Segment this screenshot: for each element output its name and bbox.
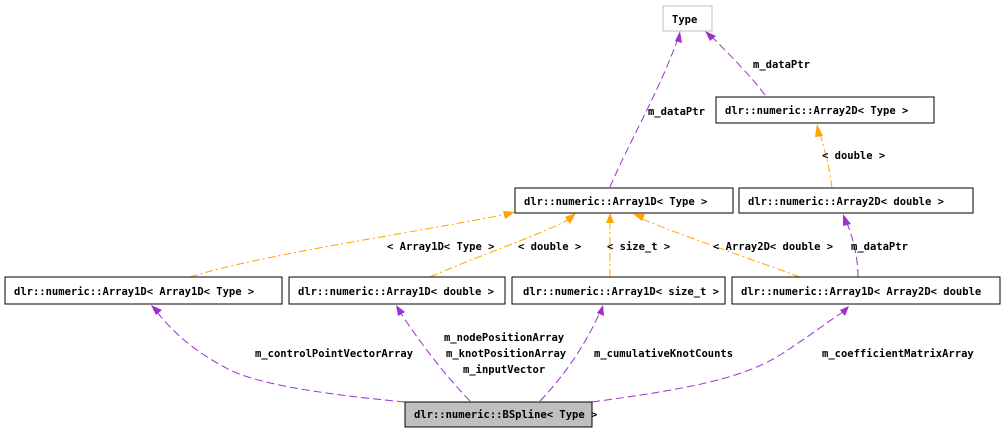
edge-label-knot-position-array: m_knotPositionArray <box>446 348 567 360</box>
node-label: dlr::numeric::Array1D< Array1D< Type > <box>14 286 254 298</box>
edge-array2d-type-to-type <box>710 35 766 96</box>
edge-label-template-array1d-type: < Array1D< Type > <box>387 241 494 253</box>
edge-bspline-to-array1d-array1d <box>156 311 406 403</box>
edge-bspline-to-array1d-size-t <box>539 311 601 402</box>
edge-array1d-array2d-to-array1d-type <box>639 217 801 278</box>
edge-label-template-double: < double > <box>518 241 581 253</box>
arrowhead-usage <box>396 305 405 316</box>
arrowhead-usage <box>843 214 851 226</box>
arrowhead-usage <box>840 306 849 316</box>
edge-label-template-size-t: < size_t > <box>607 241 670 253</box>
arrowhead-usage <box>151 305 162 315</box>
node-array1d-array1d-type[interactable]: dlr::numeric::Array1D< Array1D< Type > <box>4 276 283 305</box>
edge-label-m-dataptr: m_dataPtr <box>753 59 810 71</box>
edge-label-cumulative-knot-counts: m_cumulativeKnotCounts <box>594 348 733 360</box>
node-array1d-double[interactable]: dlr::numeric::Array1D< double > <box>288 276 506 305</box>
edge-label-m-dataptr: m_dataPtr <box>851 241 908 253</box>
arrowhead-usage <box>675 31 682 43</box>
node-array1d-type[interactable]: dlr::numeric::Array1D< Type > <box>514 187 734 214</box>
node-label: dlr::numeric::Array1D< Array2D< double <box>741 286 981 298</box>
node-label: Type <box>672 14 697 26</box>
node-array1d-array2d-double[interactable]: dlr::numeric::Array1D< Array2D< double <box>731 276 1001 305</box>
node-bspline[interactable]: dlr::numeric::BSpline< Type > <box>404 401 597 428</box>
node-array2d-double[interactable]: dlr::numeric::Array2D< double > <box>738 187 974 214</box>
edge-array1d-double-to-array1d-type <box>429 218 571 278</box>
arrowhead-template <box>815 124 823 137</box>
node-type[interactable]: Type <box>662 5 713 32</box>
edge-label-input-vector: m_inputVector <box>463 364 545 376</box>
edge-bspline-to-array1d-array2d <box>591 311 844 403</box>
edge-label-node-position-array: m_nodePositionArray <box>444 332 565 344</box>
arrowhead-usage <box>597 305 604 316</box>
node-label: dlr::numeric::Array1D< Type > <box>524 196 707 208</box>
node-array2d-type[interactable]: dlr::numeric::Array2D< Type > <box>715 96 935 124</box>
arrowhead-template <box>606 213 614 223</box>
node-label: dlr::numeric::Array1D< double > <box>298 286 494 298</box>
node-label: dlr::numeric::Array1D< size_t > <box>523 286 719 298</box>
arrowhead-template <box>565 213 576 224</box>
arrowhead-usage <box>705 31 716 41</box>
edge-array1d-array1d-to-array1d-type <box>189 213 509 278</box>
arrowhead-template <box>503 211 515 219</box>
node-array1d-size-t[interactable]: dlr::numeric::Array1D< size_t > <box>511 276 726 305</box>
edge-array1d-type-to-type <box>609 37 679 188</box>
edge-bspline-to-array1d-double <box>399 311 471 402</box>
edge-label-m-dataptr: m_dataPtr <box>648 106 705 118</box>
node-label: dlr::numeric::Array2D< double > <box>748 196 944 208</box>
edge-label-control-point-vector-array: m_controlPointVectorArray <box>255 348 414 360</box>
node-label: dlr::numeric::BSpline< Type > <box>414 409 597 421</box>
edge-label-template-double: < double > <box>822 150 885 162</box>
edge-label-coefficient-matrix-array: m_coefficientMatrixArray <box>822 348 974 360</box>
edge-label-template-array2d-double: < Array2D< double > <box>713 241 833 253</box>
arrowhead-template <box>633 214 645 221</box>
node-label: dlr::numeric::Array2D< Type > <box>725 105 908 117</box>
